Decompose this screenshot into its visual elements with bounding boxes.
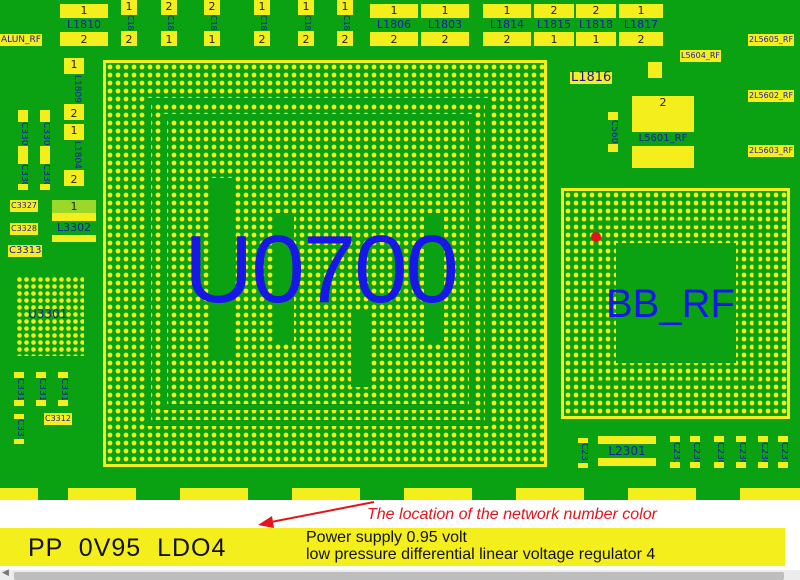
cap-c1808: 1 C1808 2 <box>298 0 314 46</box>
cap-c3306: C3306 <box>18 110 28 158</box>
cap-c1811: 1 C1811 2 <box>121 0 137 46</box>
u3301-balls <box>16 276 84 356</box>
inductor-l1804: 1 L1804 2 <box>64 124 84 186</box>
net-name: PP 0V95 LDO4 <box>28 534 227 562</box>
cap-c2312: C2312 <box>778 436 788 468</box>
cap-c3314: C3314 <box>14 414 24 444</box>
cap-c2310: C2310 <box>578 438 588 468</box>
cap-c5602: C5602 <box>608 112 618 152</box>
inductor-l5601: 2 L5601_RF <box>632 96 694 168</box>
cap-c3316: C3316 <box>14 372 24 406</box>
label-l5605: 2L5605_RF <box>748 34 795 46</box>
scroll-left-arrow-icon[interactable]: ◀ <box>2 568 9 578</box>
inductor-l3302: 1 L3302 <box>52 200 96 242</box>
scrollbar-thumb[interactable] <box>14 572 784 580</box>
label-u3301: U3301 <box>28 307 68 321</box>
cap-c2308: C2308 <box>714 436 724 468</box>
cap-c1813: 2 C1813 1 <box>204 0 220 46</box>
description-line-2: low pressure differential linear voltage… <box>306 546 656 563</box>
cap-c2305: C2305 <box>758 436 768 468</box>
bbrf-label: BB_RF <box>606 282 735 326</box>
cap-c2311: C2311 <box>670 436 680 468</box>
inductor-l1803: 1 L1803 2 <box>421 4 469 46</box>
caption-bar <box>0 528 785 566</box>
inductor-l2301: L2301 <box>598 436 656 466</box>
label-l5604: L5604_RF <box>680 50 721 62</box>
cap-c3308: C3308 <box>40 110 50 158</box>
pcb-board: U0700 BB_RF 1 L1810 2 1 L1806 2 1 L1803 … <box>0 0 800 500</box>
bbrf-ball-grid <box>564 191 787 416</box>
label-c3328: C3328 <box>10 223 38 235</box>
edge-pad <box>404 488 472 500</box>
label-l1816: L1816 <box>570 70 613 85</box>
u3301-chip: U3301 <box>16 276 84 356</box>
annotation-arrow <box>258 501 375 528</box>
edge-pad <box>68 488 136 500</box>
label-c3327: C3327 <box>10 200 38 212</box>
edge-pad <box>516 488 584 500</box>
inductor-l1817: 1 L1817 2 <box>619 4 663 46</box>
cap-c1809: 1 C1809 2 <box>254 0 270 46</box>
edge-pad <box>180 488 248 500</box>
inductor-l1814: 1 L1814 2 <box>483 4 531 46</box>
cap-c3318: C3318 <box>58 372 68 406</box>
cap-c2304: C2304 <box>736 436 746 468</box>
description-line-1: Power supply 0.95 volt <box>306 529 467 546</box>
cap-c1807: 1 C1807 2 <box>337 0 353 46</box>
cap-c1812: 2 C1812 1 <box>161 0 177 46</box>
inductor-l1815: 2 L1815 1 <box>534 4 574 46</box>
cap-c3309: C3309 <box>40 158 50 190</box>
edge-pad <box>740 488 800 500</box>
label-c3313: C3313 <box>8 245 43 257</box>
pad-square <box>648 62 662 78</box>
inductor-l1806: 1 L1806 2 <box>370 4 418 46</box>
inductor-l1810: 1 L1810 2 <box>60 4 108 46</box>
label-l5603: 2L5603_RF <box>748 145 795 157</box>
cap-c2307: C2307 <box>690 436 700 468</box>
annotation-note: The location of the network number color <box>367 506 657 523</box>
label-alun-rf: ALUN_RF <box>0 34 42 46</box>
u0700-ball-grid <box>106 63 544 464</box>
u0700-label: U0700 <box>184 216 459 323</box>
cap-c3305: C3305 <box>18 158 28 190</box>
edge-pad <box>0 488 38 500</box>
label-l5602: 2L5602_RF <box>748 90 795 102</box>
inductor-l1809: 1 L1809 2 <box>64 58 84 120</box>
label-c3312: C3312 <box>44 413 72 425</box>
cap-c3315: C3315 <box>36 372 46 406</box>
edge-pad <box>292 488 360 500</box>
edge-pad <box>628 488 696 500</box>
inductor-l1818: 2 L1818 1 <box>576 4 616 46</box>
